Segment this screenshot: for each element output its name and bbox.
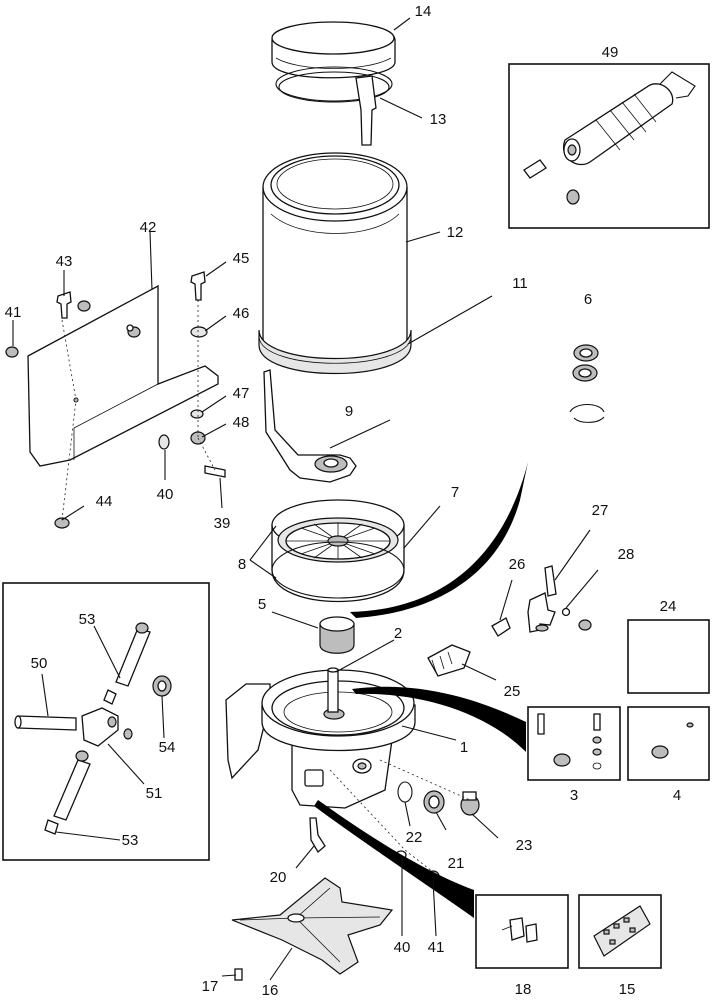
label-part-20: 20 [270, 869, 287, 886]
nut-part-54 [152, 675, 172, 697]
detail-box-24 [627, 619, 710, 694]
washer-part-47 [190, 409, 204, 419]
label-part-49: 49 [602, 44, 619, 61]
detail-box-fittings [2, 582, 210, 861]
label-part-50: 50 [31, 655, 48, 672]
label-part-54: 54 [159, 739, 176, 756]
label-part-40a: 40 [157, 486, 174, 503]
label-part-1: 1 [460, 739, 468, 756]
connector-part-18 [501, 917, 538, 943]
label-part-17: 17 [202, 978, 219, 995]
label-part-53a: 53 [79, 611, 96, 628]
set-screw-part-17 [234, 968, 243, 981]
washer-part-46 [190, 326, 208, 338]
label-part-26: 26 [509, 556, 526, 573]
label-part-16: 16 [262, 982, 279, 999]
label-part-48: 48 [233, 414, 250, 431]
label-part-2: 2 [394, 625, 402, 642]
label-part-18: 18 [515, 981, 532, 998]
lid-part-14 [271, 21, 396, 79]
tube-part-20 [309, 817, 326, 854]
filter-plug-part-21 [423, 790, 445, 814]
tee-valve-part-27 [527, 565, 557, 633]
kit-part-3 [537, 713, 602, 770]
label-part-13: 13 [430, 111, 447, 128]
label-part-21: 21 [448, 855, 465, 872]
hose-part-53-bottom [44, 750, 91, 835]
fitting-part-25 [427, 644, 471, 677]
label-part-43: 43 [56, 253, 73, 270]
label-part-4: 4 [673, 787, 681, 804]
label-part-42: 42 [140, 219, 157, 236]
label-part-8: 8 [238, 556, 246, 573]
label-part-51: 51 [146, 785, 163, 802]
filter-part-8 [271, 499, 405, 603]
follower-arm-part-9 [263, 369, 357, 483]
pump-base-part-1 [225, 669, 416, 809]
grease-gun-part-49 [523, 71, 696, 205]
ball-part-28 [561, 607, 571, 617]
label-part-14: 14 [415, 3, 432, 20]
adapter-part-26 [491, 617, 511, 637]
paddle-part-16 [231, 877, 394, 975]
bracket-part-42 [27, 284, 219, 467]
label-part-41b: 41 [428, 939, 445, 956]
o-ring-part-11 [258, 329, 412, 375]
bolt-part-43 [56, 291, 91, 319]
label-part-44: 44 [96, 493, 113, 510]
label-part-23: 23 [516, 837, 533, 854]
label-part-7: 7 [451, 484, 459, 501]
label-part-3: 3 [570, 787, 578, 804]
tee-part-51 [81, 707, 133, 747]
label-part-27: 27 [592, 502, 609, 519]
reservoir-part-12 [262, 152, 408, 369]
detail-box-15 [578, 894, 662, 969]
label-part-47: 47 [233, 385, 250, 402]
seal-ring-part-7 [271, 541, 405, 599]
arrow-to-box-3 [352, 686, 526, 752]
detail-box-49 [508, 63, 710, 229]
circuit-board-part-15 [593, 905, 651, 957]
label-part-24: 24 [660, 598, 677, 615]
label-part-53b: 53 [122, 832, 139, 849]
nut-part-41 [5, 346, 19, 358]
label-part-46: 46 [233, 305, 250, 322]
label-part-28: 28 [618, 546, 635, 563]
shaft-part-2 [327, 667, 339, 713]
label-part-9: 9 [345, 403, 353, 420]
detail-box-3 [527, 706, 621, 781]
bushing-part-5 [319, 616, 355, 654]
label-part-25: 25 [504, 683, 521, 700]
label-part-40b: 40 [394, 939, 411, 956]
label-part-22: 22 [406, 829, 423, 846]
detail-box-18 [475, 894, 569, 969]
label-part-45: 45 [233, 250, 250, 267]
label-part-12: 12 [447, 224, 464, 241]
detail-box-4 [627, 706, 710, 781]
washer-part-40 [158, 434, 170, 450]
clamp-band-part-13 [275, 66, 393, 146]
leader-lines [12, 17, 599, 981]
o-ring-part-22 [397, 781, 413, 803]
label-part-11: 11 [512, 275, 528, 292]
hose-part-53-top [103, 622, 151, 705]
kit-part-4 [651, 722, 694, 759]
rings-part-6 [569, 344, 605, 423]
drain-plug-part-23 [460, 791, 480, 816]
label-part-5: 5 [258, 596, 266, 613]
label-part-6: 6 [584, 291, 592, 308]
cap-part-28b [578, 619, 592, 631]
bolt-part-39 [204, 465, 226, 478]
pipe-part-50 [14, 715, 77, 731]
label-part-15: 15 [619, 981, 636, 998]
bolt-part-45 [190, 271, 206, 301]
label-part-39: 39 [214, 515, 231, 532]
label-part-41a: 41 [5, 304, 22, 321]
